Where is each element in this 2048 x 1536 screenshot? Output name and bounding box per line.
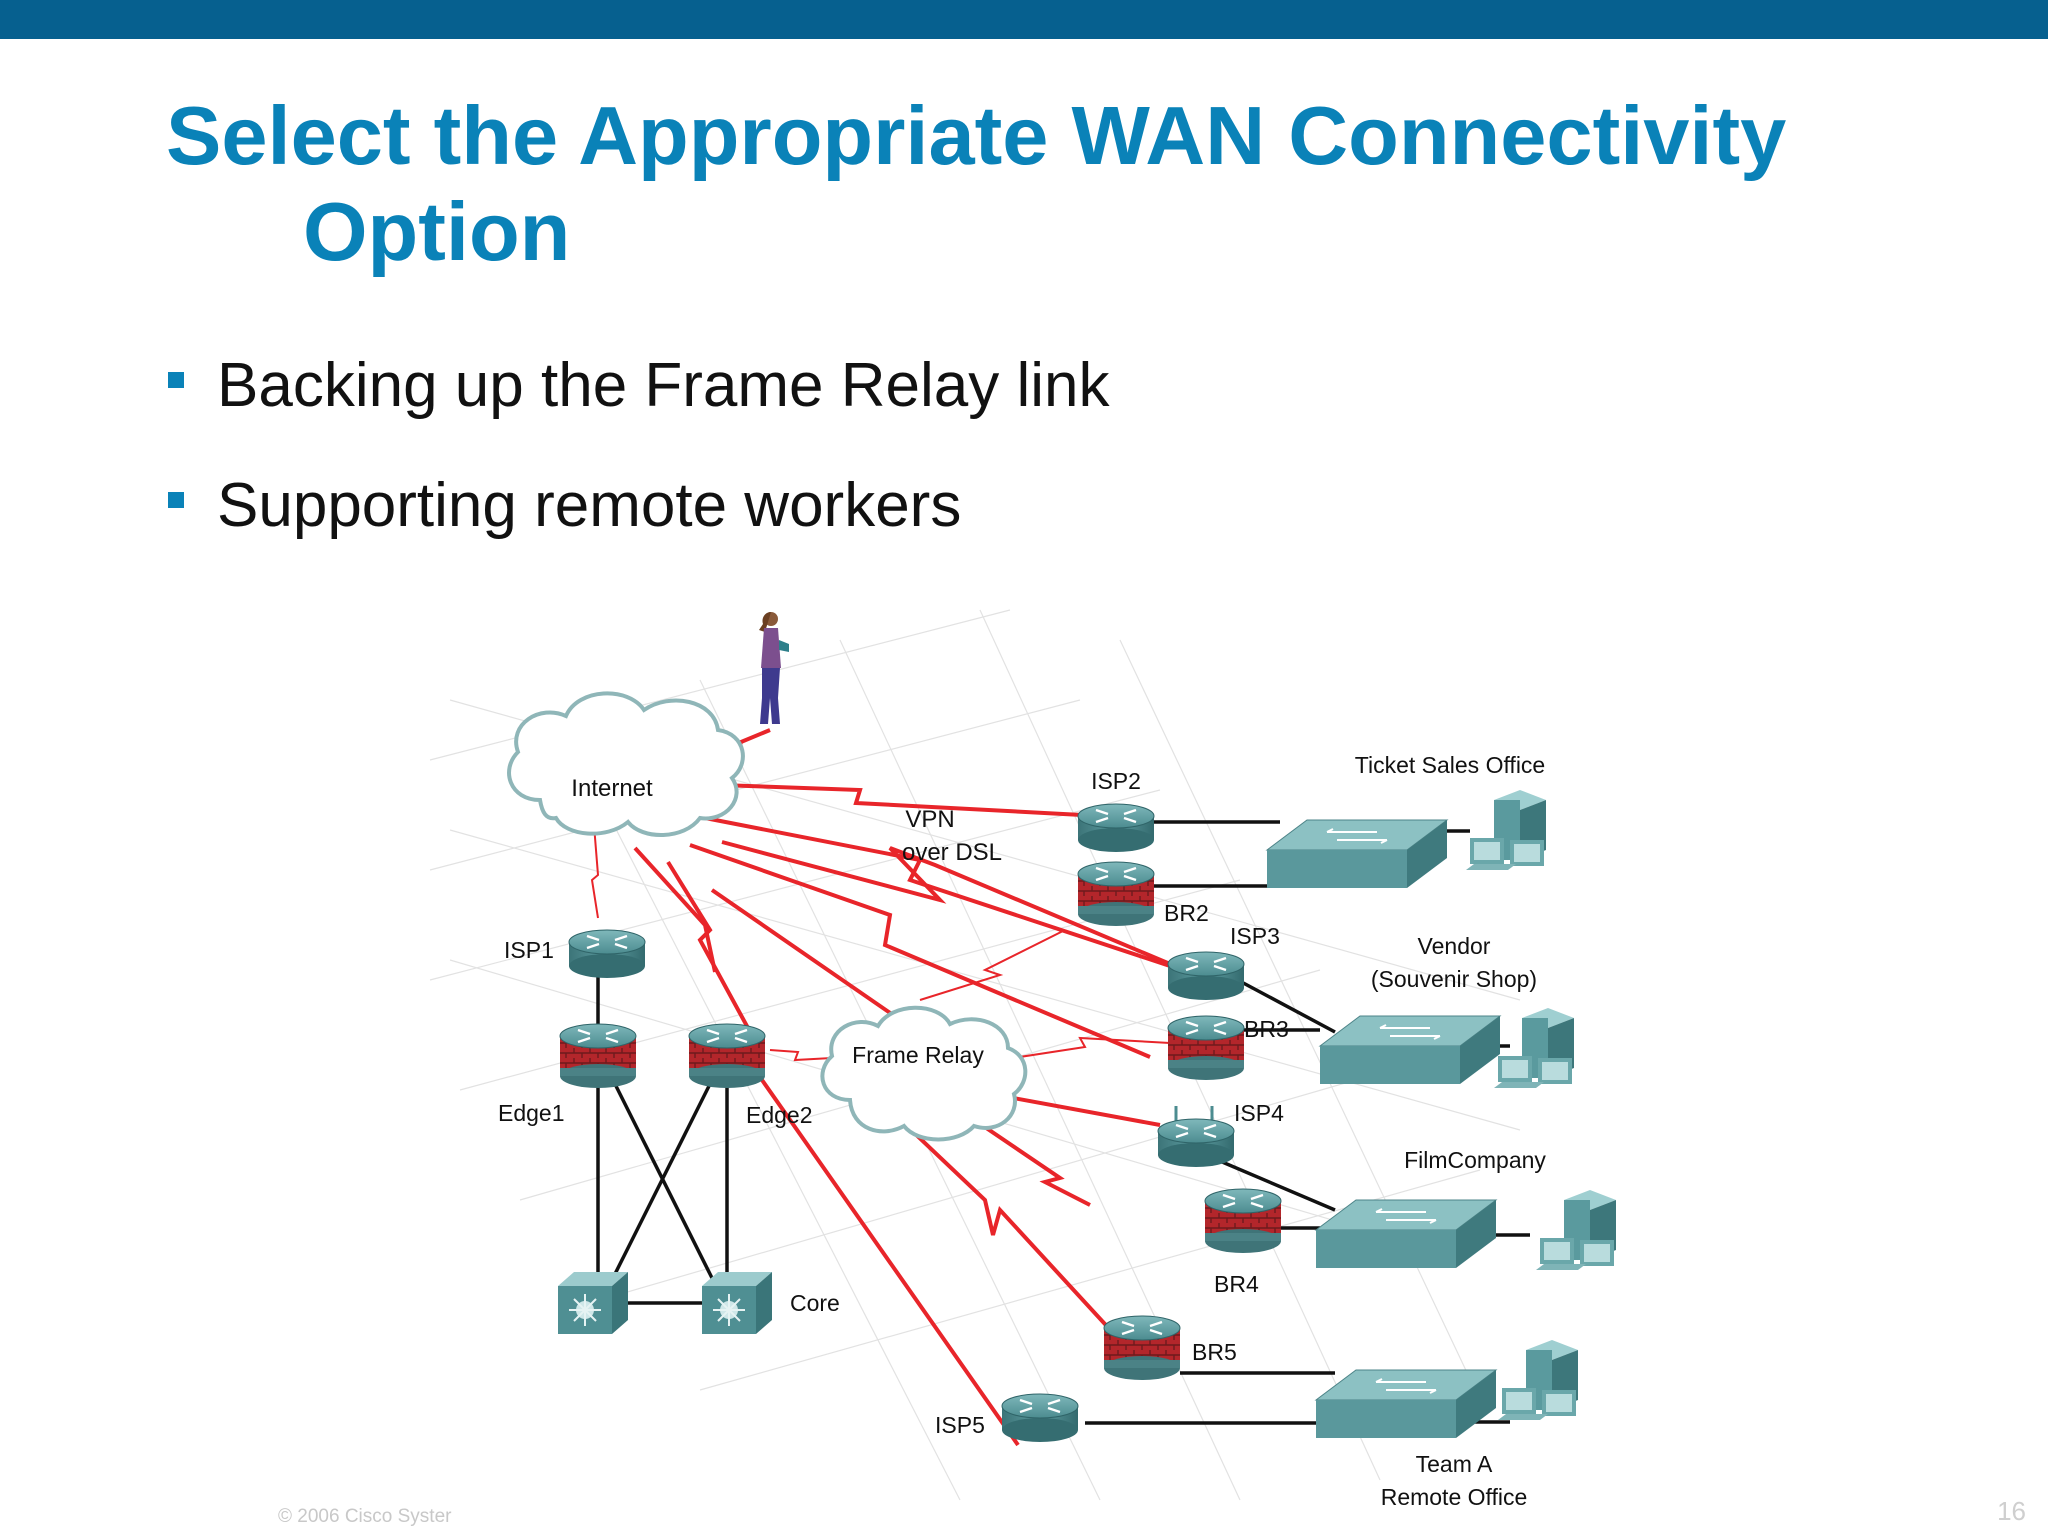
isp1-label: ISP1 [504, 937, 554, 963]
edge2-firewall-router-icon [687, 1022, 767, 1090]
copyright-footer: © 2006 Cisco Syster [278, 1506, 452, 1527]
vendor-server-icon [1494, 1008, 1574, 1088]
core-switch-2-icon [701, 1271, 773, 1335]
filmcompany-label: FilmCompany [1404, 1147, 1546, 1173]
remote-office-label: Remote Office [1381, 1484, 1528, 1510]
bullet-square-icon [168, 492, 184, 508]
vendor-switch-icon [1319, 1015, 1501, 1085]
edge1-label: Edge1 [498, 1100, 565, 1126]
souvenir-shop-label: (Souvenir Shop) [1371, 966, 1537, 992]
bullet-item: Supporting remote workers [166, 470, 1110, 542]
bullet-text: Backing up the Frame Relay link [217, 351, 1110, 420]
isp3-label: ISP3 [1230, 923, 1280, 949]
filmcompany-server-icon [1536, 1190, 1616, 1270]
br2-label: BR2 [1164, 900, 1209, 926]
slide-title-line-1: Select the Appropriate WAN Connectivity [166, 89, 1787, 182]
br4-firewall-router-icon [1203, 1187, 1283, 1255]
slide-title: Select the Appropriate WAN Connectivity … [166, 88, 1786, 280]
edge2-label: Edge2 [746, 1102, 813, 1128]
isp4-label: ISP4 [1234, 1100, 1284, 1126]
bullet-list: Backing up the Frame Relay link Supporti… [166, 350, 1110, 590]
vpn-label: VPN [905, 806, 954, 833]
bullet-square-icon [168, 372, 184, 388]
br5-label: BR5 [1192, 1339, 1237, 1365]
core-switch-1-icon [557, 1271, 629, 1335]
br5-firewall-router-icon [1102, 1314, 1182, 1382]
ticket-sales-office-label: Ticket Sales Office [1355, 752, 1545, 778]
isp1-router-icon [567, 928, 647, 980]
vpn-over-dsl-label: over DSL [902, 839, 1002, 866]
isp2-router-icon [1076, 802, 1156, 854]
serial-links [590, 824, 1171, 1062]
isp4-router-icon [1156, 1106, 1236, 1169]
isp3-router-icon [1166, 950, 1246, 1002]
br3-label: BR3 [1244, 1016, 1289, 1042]
bullet-item: Backing up the Frame Relay link [166, 350, 1110, 422]
isp5-label: ISP5 [935, 1412, 985, 1438]
frame-relay-label: Frame Relay [852, 1042, 984, 1068]
filmcompany-switch-icon [1315, 1199, 1497, 1269]
team-a-server-icon [1498, 1340, 1578, 1420]
isp5-router-icon [1000, 1392, 1080, 1444]
frame-relay-cloud: Frame Relay [820, 1005, 1028, 1142]
page-number: 16 [1997, 1496, 2026, 1526]
slide-title-line-2: Option [303, 185, 571, 278]
ticket-sales-server-icon [1466, 790, 1546, 870]
core-label: Core [790, 1290, 840, 1316]
isp2-label: ISP2 [1091, 768, 1141, 794]
bullet-text: Supporting remote workers [217, 471, 962, 540]
br4-label: BR4 [1214, 1271, 1259, 1297]
remote-worker-person-icon [759, 612, 789, 724]
top-banner [0, 0, 2048, 39]
team-a-label: Team A [1416, 1451, 1493, 1477]
br2-firewall-router-icon [1076, 860, 1156, 928]
internet-label: Internet [571, 775, 653, 802]
vendor-label: Vendor [1418, 933, 1491, 959]
br3-firewall-router-icon [1166, 1014, 1246, 1082]
team-a-switch-icon [1315, 1369, 1497, 1439]
internet-cloud: Internet [507, 691, 745, 837]
ticket-sales-switch-icon [1266, 819, 1448, 889]
edge1-firewall-router-icon [558, 1022, 638, 1090]
